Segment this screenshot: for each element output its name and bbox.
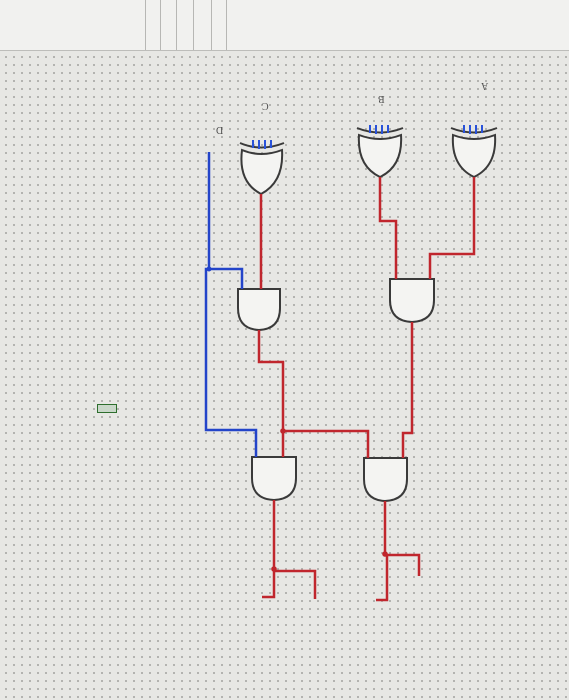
wire-junction	[280, 428, 286, 434]
xor-gate-a[interactable]	[450, 127, 498, 179]
wire-junction	[206, 266, 212, 272]
pin-label-d: D	[216, 124, 224, 135]
pin-label-a: A	[481, 80, 489, 91]
and-gate-left-top[interactable]	[237, 288, 281, 332]
pin-label-c: C	[262, 100, 269, 111]
wire-junction	[271, 566, 277, 572]
small-component-icon[interactable]	[97, 404, 117, 413]
wire-junction	[382, 551, 388, 557]
toolbar-cell[interactable]	[226, 0, 227, 50]
xor-gate-b[interactable]	[356, 127, 404, 179]
and-gate-right-bottom[interactable]	[363, 457, 408, 503]
toolbar	[0, 0, 569, 51]
xor-input-pins	[252, 125, 483, 149]
toolbar-cell[interactable]	[193, 0, 194, 50]
toolbar-cell[interactable]	[211, 0, 212, 50]
and-gate-right-top[interactable]	[389, 278, 435, 324]
toolbar-cell[interactable]	[176, 0, 177, 50]
circuit-canvas[interactable]	[0, 51, 569, 700]
wire-active[interactable]	[257, 177, 476, 602]
toolbar-cell[interactable]	[160, 0, 161, 50]
and-gate-left-bottom[interactable]	[251, 456, 297, 502]
pin-label-b: B	[378, 93, 385, 104]
xor-gate-c[interactable]	[239, 142, 285, 196]
toolbar-cell[interactable]	[145, 0, 146, 50]
